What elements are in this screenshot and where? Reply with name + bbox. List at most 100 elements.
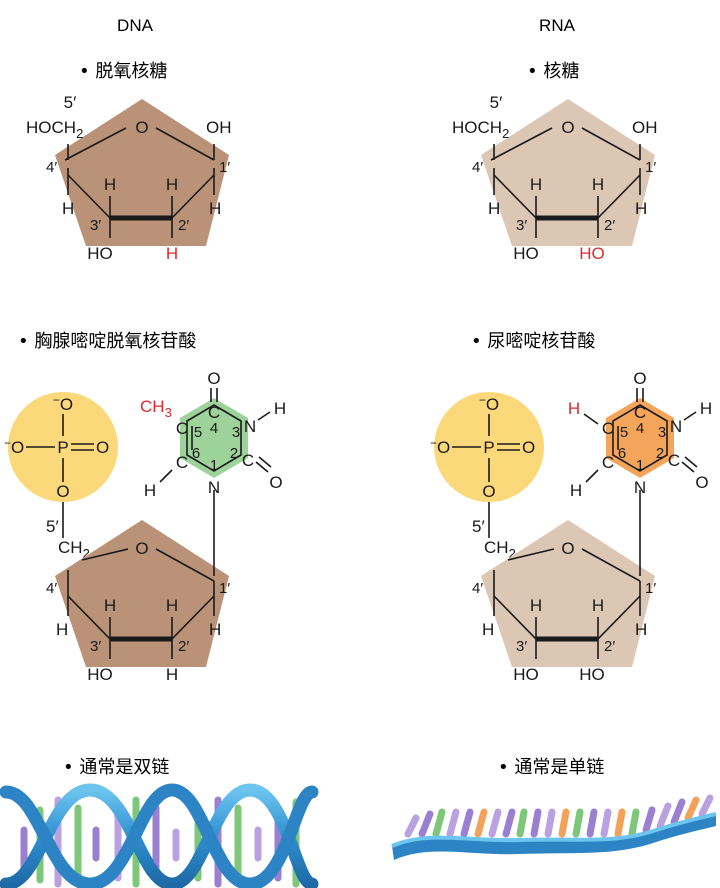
svg-text:H: H [635,620,647,639]
dna-nucleotide-structure: −O −O P O O 5′ CH2 O 4′ 1′ H H H H 3′ 2′… [4,369,286,684]
svg-text:4: 4 [210,420,218,437]
svg-text:5′: 5′ [472,517,485,536]
svg-text:O: O [561,118,574,137]
svg-text:2: 2 [230,445,238,462]
svg-text:O: O [695,473,708,492]
rna-single-strand-illustration [391,794,717,860]
svg-text:OH: OH [206,118,232,137]
svg-text:5′: 5′ [64,93,77,112]
svg-text:H: H [62,199,74,218]
svg-text:2′: 2′ [178,217,189,234]
svg-text:1: 1 [210,457,218,474]
svg-text:5′: 5′ [490,93,503,112]
svg-text:6: 6 [618,445,626,462]
svg-text:C: C [668,451,680,470]
svg-text:H: H [530,175,542,194]
svg-text:3: 3 [658,424,666,441]
svg-text:1′: 1′ [645,580,656,597]
svg-text:O: O [561,539,574,558]
svg-text:O: O [633,369,646,388]
svg-text:H: H [209,620,221,639]
svg-text:H: H [144,481,156,500]
svg-text:3′: 3′ [90,638,101,655]
rna-sugar-bullet: • 核糖 [527,61,579,82]
svg-text:P: P [483,438,494,457]
svg-text:3′: 3′ [516,638,527,655]
dna-sugar-bullet: • 脱氧核糖 [79,61,167,82]
svg-text:H: H [104,175,116,194]
dna-thymine-ring [180,398,248,478]
svg-text:N: N [634,478,646,497]
svg-text:5′: 5′ [46,517,59,536]
svg-text:H: H [488,199,500,218]
dna-phosphate-circle [8,392,118,502]
svg-text:C: C [176,419,188,438]
svg-text:HO: HO [513,665,539,684]
svg-text:2′: 2′ [178,638,189,655]
dna-nucleotide-bullet: • 胸腺嘧啶脱氧核苷酸 [18,331,196,352]
svg-text:O: O [96,438,109,457]
rna-nucleotide-c2-substituent: HO [579,665,605,684]
svg-text:3: 3 [232,424,240,441]
svg-text:O: O [135,118,148,137]
dna-double-helix-illustration [0,783,319,888]
svg-text:C: C [176,453,188,472]
svg-text:CH2: CH2 [58,538,90,561]
svg-text:O: O [269,473,282,492]
rna-phosphate-circle [434,392,544,502]
svg-text:3′: 3′ [90,217,101,234]
svg-text:5: 5 [194,424,202,441]
svg-text:H: H [274,399,286,418]
svg-text:4′: 4′ [472,159,483,176]
svg-text:4: 4 [636,420,644,437]
svg-text:O: O [482,482,495,501]
svg-text:H: H [700,399,712,418]
svg-text:6: 6 [192,445,200,462]
svg-text:H: H [104,596,116,615]
svg-text:H: H [482,620,494,639]
rna-nucleotide-structure: −O −O P O O 5′ CH2 O 4′ 1′ H H H H 3′ 2′… [430,369,712,684]
dna-sugar-pentagon [55,99,229,246]
dna-deoxyribose-structure: 5′ HOCH2 O OH 4′ 1′ H H H H 3′ 2′ HO H [26,93,232,263]
dna-nucleotide-c2-substituent: H [166,665,178,684]
svg-text:−O: −O [479,393,499,414]
svg-text:H: H [166,596,178,615]
svg-text:2′: 2′ [604,638,615,655]
rna-c5-substituent: H [568,399,580,418]
rna-column-title: RNA [539,16,576,35]
svg-text:C: C [602,453,614,472]
svg-text:P: P [57,438,68,457]
dna-c2-substituent: H [166,244,178,263]
svg-text:−O: −O [4,436,24,457]
svg-text:2: 2 [656,445,664,462]
svg-text:H: H [166,175,178,194]
svg-text:H: H [530,596,542,615]
svg-text:1: 1 [636,457,644,474]
svg-text:H: H [635,199,647,218]
svg-text:5: 5 [620,424,628,441]
svg-text:C: C [634,403,646,422]
svg-text:−O: −O [53,393,73,414]
svg-text:HOCH2: HOCH2 [26,118,83,141]
dna-column-title: DNA [117,16,154,35]
rna-c2-substituent: HO [579,244,605,263]
rna-uracil-ring [606,398,674,478]
svg-text:C: C [208,403,220,422]
svg-text:4′: 4′ [46,580,57,597]
svg-text:CH2: CH2 [484,538,516,561]
rna-sugar-pentagon [481,99,655,246]
svg-text:HO: HO [87,665,113,684]
rna-nucleotide-bullet: • 尿嘧啶核苷酸 [471,331,595,352]
rna-strand-bullet: • 通常是单链 [498,757,604,778]
svg-text:O: O [135,539,148,558]
svg-text:C: C [602,419,614,438]
svg-text:HOCH2: HOCH2 [452,118,509,141]
svg-text:C: C [242,451,254,470]
svg-text:O: O [522,438,535,457]
dna-strand-bullet: • 通常是双链 [63,757,169,778]
svg-text:N: N [208,478,220,497]
rna-ribose-structure: 5′ HOCH2 O OH 4′ 1′ H H H H 3′ 2′ HO HO [452,93,658,263]
svg-text:H: H [592,596,604,615]
svg-text:1′: 1′ [219,580,230,597]
